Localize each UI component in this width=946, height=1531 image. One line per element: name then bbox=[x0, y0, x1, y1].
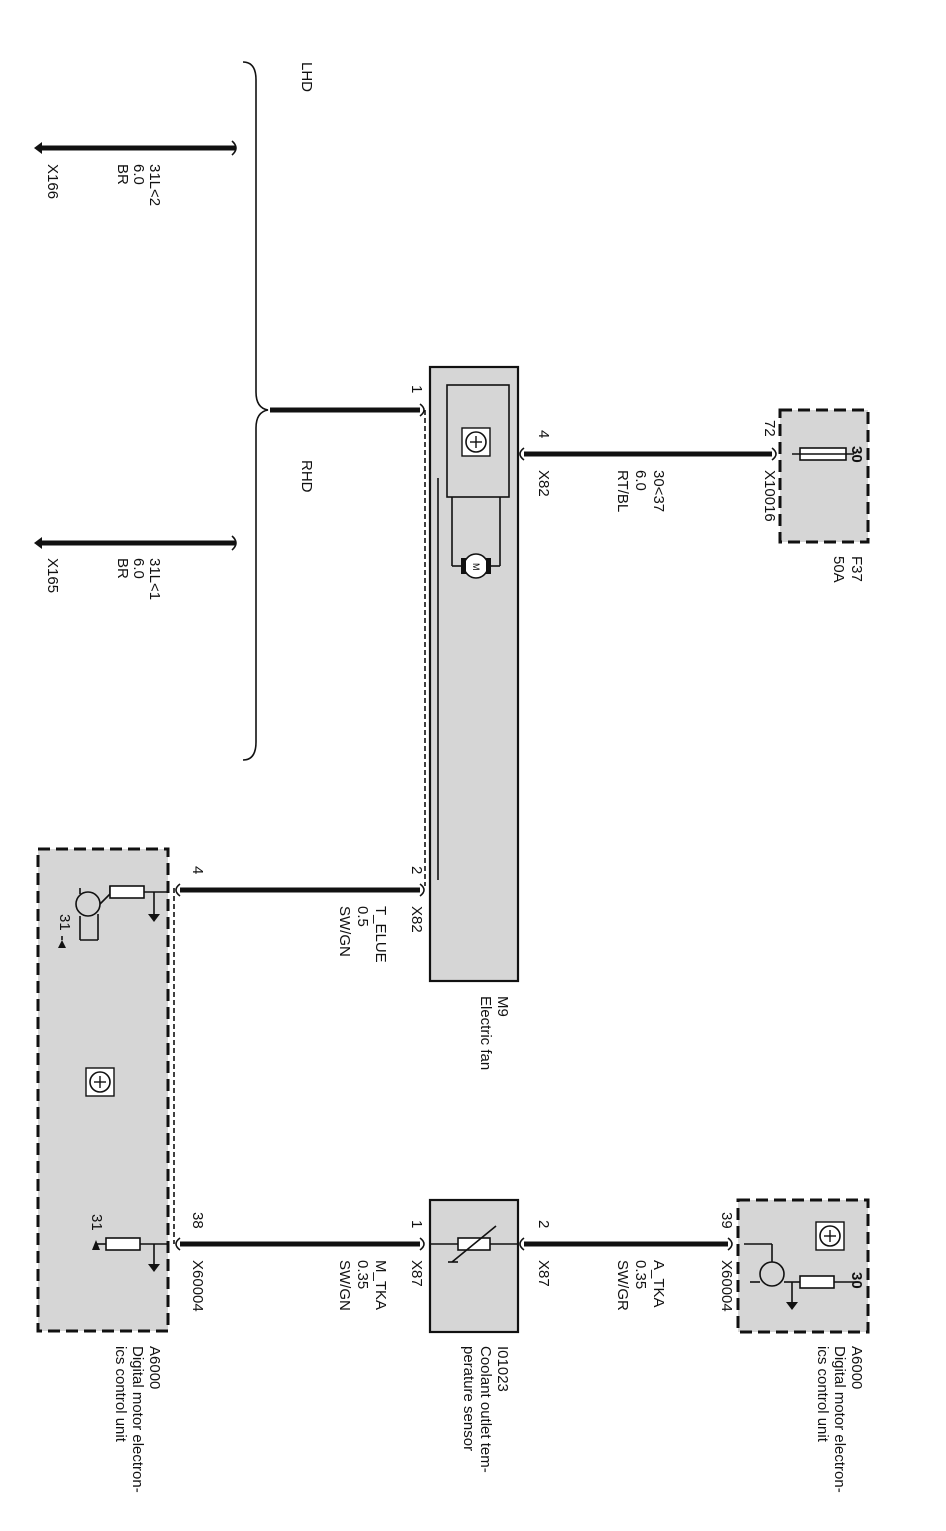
wire-color-t-elue: SW/GN bbox=[336, 906, 353, 957]
connector-x87-right: X87 bbox=[535, 1260, 552, 1287]
fuse-id: F37 bbox=[848, 556, 865, 582]
connector-x82-bottom: X82 bbox=[408, 906, 425, 933]
dme-right-name-1: Digital motor electron- bbox=[831, 1346, 848, 1493]
fan-pin-2: 2 bbox=[408, 866, 425, 874]
wire-id-31l2: 31L<2 bbox=[146, 164, 163, 206]
fuse-terminal: 30 bbox=[848, 446, 865, 463]
wire-t-elue: 4 2 X82 T_ELUE 0.5 SW/GN bbox=[175, 866, 425, 963]
wire-id-a-tka: A_TKA bbox=[650, 1260, 667, 1308]
coolant-sensor-module: I01023 Coolant outlet tem- perature sens… bbox=[428, 1198, 520, 1473]
connector-x165: X165 bbox=[44, 558, 61, 593]
wire-color-a-tka: SW/GR bbox=[614, 1260, 631, 1311]
wire-id-30-37: 30<37 bbox=[650, 470, 667, 512]
electric-fan-module: M M9 Electric fan bbox=[424, 365, 520, 1070]
connector-x87-left: X87 bbox=[408, 1260, 425, 1287]
sensor-pin-2: 2 bbox=[535, 1220, 552, 1228]
resistor-icon bbox=[105, 1237, 141, 1251]
dme-left-name-2: ics control unit bbox=[112, 1346, 129, 1443]
wire-size-t-elue: 0.5 bbox=[354, 906, 371, 927]
sensor-name-1: Coolant outlet tem- bbox=[477, 1346, 494, 1473]
fuse-pin-72: 72 bbox=[761, 420, 778, 437]
fuse-rating: 50A bbox=[830, 556, 847, 583]
connector-x60004-right: X60004 bbox=[718, 1260, 735, 1312]
fuse-f37: 30 F37 50A bbox=[778, 408, 870, 583]
ground-arrow-icon bbox=[58, 940, 66, 948]
wire-size-31l2: 6.0 bbox=[130, 164, 147, 185]
harness-brace bbox=[242, 61, 269, 761]
wire-id-t-elue: T_ELUE bbox=[372, 906, 389, 963]
dme-left-module: 31 31 A6000 Digital motor electron- ics … bbox=[36, 847, 175, 1493]
wire-color-31l2: BR bbox=[114, 164, 131, 185]
control-unit-icon bbox=[85, 1067, 115, 1097]
ground-wire-rhd: 31L<1 6.0 BR X165 bbox=[34, 535, 237, 600]
wire-size-a-tka: 0.35 bbox=[632, 1260, 649, 1289]
control-unit-icon bbox=[815, 1221, 845, 1251]
connector-x10016: X10016 bbox=[761, 470, 778, 522]
connector-x82-top: X82 bbox=[535, 470, 552, 497]
sensor-id: I01023 bbox=[494, 1346, 511, 1392]
dme-right-module: 30 A6000 Digital motor electron- ics con… bbox=[736, 1198, 870, 1493]
dme-right-terminal: 30 bbox=[848, 1272, 865, 1289]
control-unit-icon bbox=[461, 427, 491, 457]
wire-id-m-tka: M_TKA bbox=[372, 1260, 389, 1310]
wire-id-31l1: 31L<1 bbox=[146, 558, 163, 600]
dme-left-ground-b: 31 bbox=[88, 1214, 105, 1231]
ground-arrow-icon bbox=[786, 1302, 798, 1310]
sensor-name-2: perature sensor bbox=[460, 1346, 477, 1451]
wire-m-tka: 38 X60004 1 X87 M_TKA 0.35 SW/GN bbox=[175, 1212, 425, 1312]
fan-pin-4: 4 bbox=[535, 430, 552, 438]
wire-ground-to-fan: 1 bbox=[270, 385, 425, 417]
resistor-icon bbox=[799, 1275, 835, 1289]
connector-x166: X166 bbox=[44, 164, 61, 199]
resistor-icon bbox=[109, 885, 145, 899]
dme-left-pin-38: 38 bbox=[189, 1212, 206, 1229]
ground-wire-lhd: 31L<2 6.0 BR X166 bbox=[34, 140, 237, 206]
label-lhd: LHD bbox=[298, 62, 315, 92]
label-rhd: RHD bbox=[298, 460, 315, 493]
connector-x60004-left: X60004 bbox=[189, 1260, 206, 1312]
wire-a-tka: 2 X87 A_TKA 0.35 SW/GR 39 X60004 bbox=[519, 1212, 735, 1312]
dme-left-name-1: Digital motor electron- bbox=[129, 1346, 146, 1493]
dme-left-pin-4: 4 bbox=[189, 866, 206, 874]
fan-name: Electric fan bbox=[477, 996, 494, 1070]
wire-supply: 4 X82 30<37 6.0 RT/BL 72 X10016 bbox=[519, 420, 778, 522]
dme-left-id: A6000 bbox=[146, 1346, 163, 1389]
wire-size-31l1: 6.0 bbox=[130, 558, 147, 579]
dme-right-name-2: ics control unit bbox=[814, 1346, 831, 1443]
wire-color-30-37: RT/BL bbox=[614, 470, 631, 512]
wire-size-30-37: 6.0 bbox=[632, 470, 649, 491]
ground-arrow-icon bbox=[92, 1240, 100, 1250]
fan-pin-1: 1 bbox=[408, 385, 425, 393]
dme-right-pin-39: 39 bbox=[718, 1212, 735, 1229]
dme-left-ground-a: 31 bbox=[56, 914, 73, 931]
wire-size-m-tka: 0.35 bbox=[354, 1260, 371, 1289]
motor-label: M bbox=[471, 563, 481, 571]
fan-id: M9 bbox=[494, 996, 511, 1017]
sensor-pin-1: 1 bbox=[408, 1220, 425, 1228]
dme-right-id: A6000 bbox=[848, 1346, 865, 1389]
wire-color-m-tka: SW/GN bbox=[336, 1260, 353, 1311]
wire-color-31l1: BR bbox=[114, 558, 131, 579]
